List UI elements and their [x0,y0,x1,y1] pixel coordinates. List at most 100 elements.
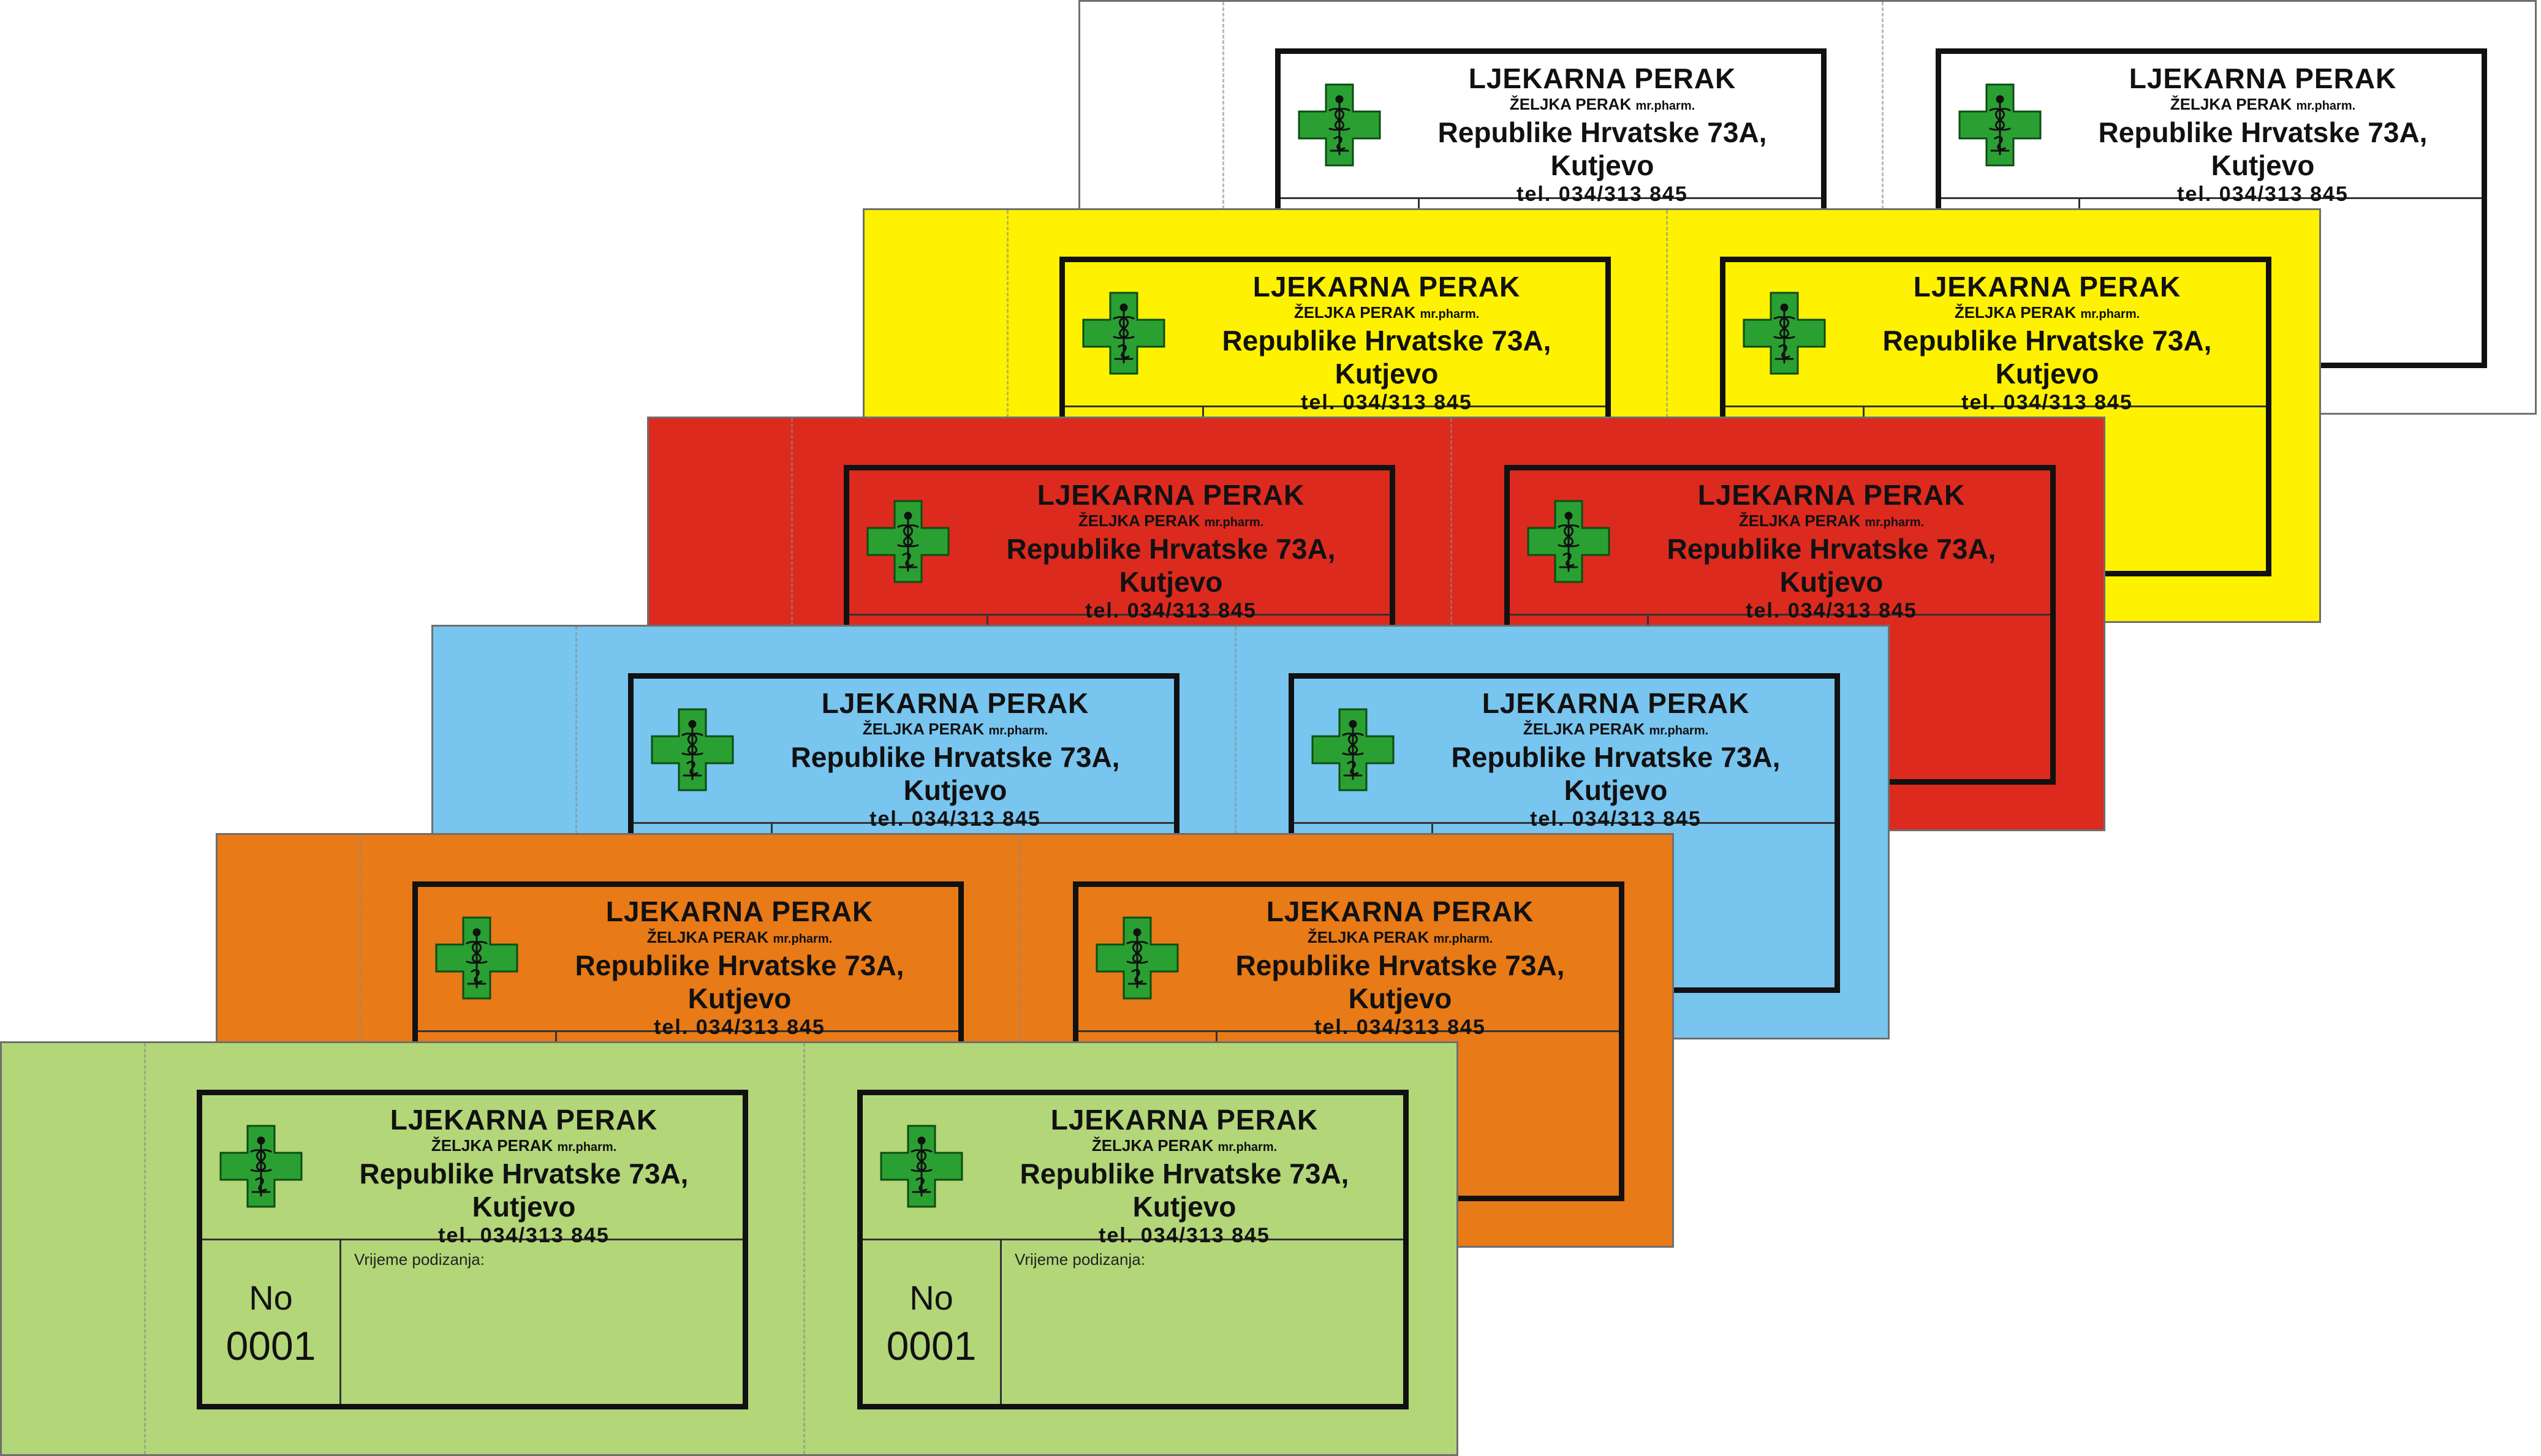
owner-name: ŽELJKA PERAK [862,720,985,738]
pharmacy-name: LJEKARNA PERAK [1697,479,1966,511]
tear-perforation [1450,418,1452,829]
pharmacy-info: LJEKARNA PERAK ŽELJKA PERAK mr.pharm. Re… [966,1104,1403,1248]
ticket-header: LJEKARNA PERAK ŽELJKA PERAK mr.pharm. Re… [634,679,1174,831]
caduceus-icon [250,1136,272,1197]
pharmacy-owner: ŽELJKA PERAK mr.pharm. [1181,927,1619,949]
ticket-body: No 0001 Vrijeme podizanja: [863,1240,1403,1404]
pharmacy-info: LJEKARNA PERAK ŽELJKA PERAK mr.pharm. Re… [2044,62,2482,206]
owner-name: ŽELJKA PERAK [646,928,769,946]
owner-name: ŽELJKA PERAK [1509,95,1632,113]
ticket-number: 0001 [225,1323,316,1368]
pharmacy-name: LJEKARNA PERAK [605,896,874,927]
parking-ticket: LJEKARNA PERAK ŽELJKA PERAK mr.pharm. Re… [1720,257,2271,576]
caduceus-icon [1126,928,1148,989]
owner-title: mr.pharm. [1204,516,1264,529]
stub-perforation [360,835,362,1246]
pharmacy-address: Republike Hrvatske 73A, Kutjevo [1020,1158,1349,1223]
owner-name: ŽELJKA PERAK [1523,720,1645,738]
pharmacy-owner: ŽELJKA PERAK mr.pharm. [1828,303,2266,324]
ticket-sheet-light-green: LJEKARNA PERAK ŽELJKA PERAK mr.pharm. Re… [0,1041,1458,1456]
pharmacy-info: LJEKARNA PERAK ŽELJKA PERAK mr.pharm. Re… [1168,271,1605,415]
pharmacy-info: LJEKARNA PERAK ŽELJKA PERAK mr.pharm. Re… [1613,479,2050,623]
pharmacy-owner: ŽELJKA PERAK mr.pharm. [1613,511,2050,532]
pharmacy-cross-icon [1743,292,1826,375]
pharmacy-phone: tel. 034/313 845 [1961,391,2133,414]
owner-title: mr.pharm. [1433,932,1493,946]
ticket-header: LJEKARNA PERAK ŽELJKA PERAK mr.pharm. Re… [1281,54,1821,206]
pharmacy-name: LJEKARNA PERAK [1913,271,2181,303]
pharmacy-phone: tel. 034/313 845 [438,1224,610,1247]
pharmacy-info: LJEKARNA PERAK ŽELJKA PERAK mr.pharm. Re… [1181,896,1619,1039]
owner-title: mr.pharm. [2080,307,2140,321]
pharmacy-address: Republike Hrvatske 73A, Kutjevo [2098,116,2428,181]
owner-name: ŽELJKA PERAK [1738,511,1861,530]
pharmacy-name: LJEKARNA PERAK [1252,271,1521,303]
pharmacy-owner: ŽELJKA PERAK mr.pharm. [2044,94,2482,116]
pharmacy-address: Republike Hrvatske 73A, Kutjevo [359,1158,689,1223]
owner-name: ŽELJKA PERAK [1091,1136,1214,1155]
pharmacy-info: LJEKARNA PERAK ŽELJKA PERAK mr.pharm. Re… [737,687,1174,831]
owner-name: ŽELJKA PERAK [1307,928,1430,946]
pharmacy-info: LJEKARNA PERAK ŽELJKA PERAK mr.pharm. Re… [305,1104,743,1248]
ticket-header: LJEKARNA PERAK ŽELJKA PERAK mr.pharm. Re… [849,470,1390,622]
pharmacy-cross-icon [880,1125,963,1208]
pharmacy-phone: tel. 034/313 845 [1746,599,1917,622]
ticket-header: LJEKARNA PERAK ŽELJKA PERAK mr.pharm. Re… [1941,54,2482,206]
stub-perforation [1007,210,1009,621]
pharmacy-cross-icon [1527,500,1610,583]
pharmacy-owner: ŽELJKA PERAK mr.pharm. [1384,94,1821,116]
caduceus-icon [1773,303,1795,364]
pharmacy-phone: tel. 034/313 845 [1085,599,1257,622]
ticket-header: LJEKARNA PERAK ŽELJKA PERAK mr.pharm. Re… [1725,262,2266,414]
pharmacy-cross-icon [1311,708,1395,791]
pharmacy-info: LJEKARNA PERAK ŽELJKA PERAK mr.pharm. Re… [1828,271,2266,415]
pharmacy-info: LJEKARNA PERAK ŽELJKA PERAK mr.pharm. Re… [952,479,1390,623]
pharmacy-phone: tel. 034/313 845 [1314,1016,1486,1039]
pharmacy-address: Republike Hrvatske 73A, Kutjevo [1667,533,1996,598]
pharmacy-name: LJEKARNA PERAK [1037,479,1305,511]
pharmacy-owner: ŽELJKA PERAK mr.pharm. [1168,303,1605,324]
pharmacy-name: LJEKARNA PERAK [1468,62,1736,94]
pharmacy-address: Republike Hrvatske 73A, Kutjevo [1006,533,1336,598]
ticket-header: LJEKARNA PERAK ŽELJKA PERAK mr.pharm. Re… [202,1095,743,1247]
stub-perforation [144,1043,146,1454]
owner-title: mr.pharm. [1635,99,1695,113]
pharmacy-cross-icon [651,708,734,791]
body-divider [339,1240,341,1404]
tear-perforation [1666,210,1668,621]
owner-title: mr.pharm. [1865,516,1925,529]
pharmacy-address: Republike Hrvatske 73A, Kutjevo [1882,325,2212,390]
pharmacy-phone: tel. 034/313 845 [1530,807,1702,831]
pharmacy-address: Republike Hrvatske 73A, Kutjevo [1437,116,1767,181]
pharmacy-owner: ŽELJKA PERAK mr.pharm. [305,1136,743,1157]
owner-title: mr.pharm. [2296,99,2356,113]
pharmacy-phone: tel. 034/313 845 [1517,183,1688,206]
caduceus-icon [897,511,919,572]
pharmacy-address: Republike Hrvatske 73A, Kutjevo [1451,741,1781,806]
pickup-time-label: Vrijeme podizanja: [1015,1250,1145,1269]
pickup-time-label: Vrijeme podizanja: [354,1250,485,1269]
owner-title: mr.pharm. [988,724,1048,737]
ticket-body: No 0001 Vrijeme podizanja: [202,1240,743,1404]
caduceus-icon [1558,511,1580,572]
ticket-number-label: No [249,1278,293,1317]
pharmacy-address: Republike Hrvatske 73A, Kutjevo [1222,325,1551,390]
ticket-header: LJEKARNA PERAK ŽELJKA PERAK mr.pharm. Re… [1294,679,1835,831]
pharmacy-info: LJEKARNA PERAK ŽELJKA PERAK mr.pharm. Re… [521,896,958,1039]
pharmacy-phone: tel. 034/313 845 [654,1016,825,1039]
tear-perforation [803,1043,805,1454]
pharmacy-cross-icon [219,1125,303,1208]
owner-title: mr.pharm. [557,1141,617,1154]
parking-ticket: LJEKARNA PERAK ŽELJKA PERAK mr.pharm. Re… [857,1090,1409,1409]
pharmacy-name: LJEKARNA PERAK [390,1104,658,1136]
pharmacy-name: LJEKARNA PERAK [1050,1104,1319,1136]
pharmacy-phone: tel. 034/313 845 [1099,1224,1270,1247]
pharmacy-name: LJEKARNA PERAK [1482,687,1750,719]
pharmacy-phone: tel. 034/313 845 [869,807,1041,831]
pharmacy-name: LJEKARNA PERAK [821,687,1089,719]
stub-perforation [575,627,577,1038]
pharmacy-owner: ŽELJKA PERAK mr.pharm. [966,1136,1403,1157]
owner-name: ŽELJKA PERAK [2170,95,2292,113]
caduceus-icon [681,720,703,780]
caduceus-icon [1989,95,2011,156]
